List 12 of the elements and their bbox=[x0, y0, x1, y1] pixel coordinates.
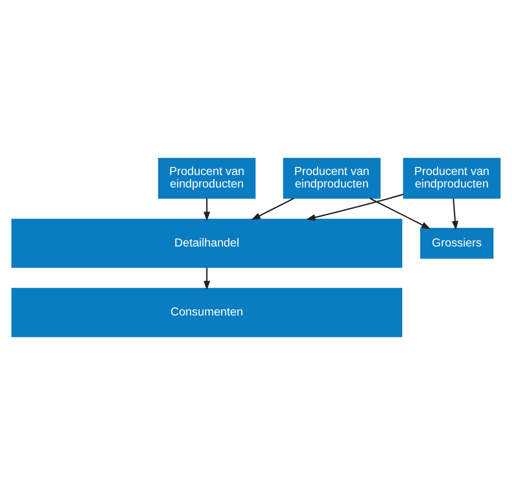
arrow bbox=[204, 267, 210, 290]
arrow bbox=[204, 198, 210, 221]
node-box: Producent van eindproducten bbox=[283, 157, 381, 198]
arrow bbox=[370, 197, 431, 229]
node-box: Grossiers bbox=[420, 227, 494, 258]
arrow bbox=[251, 197, 294, 220]
node-box: Producent van eindproducten bbox=[158, 157, 256, 198]
node-box: Consumenten bbox=[11, 287, 402, 337]
arrow bbox=[306, 193, 404, 220]
arrow bbox=[452, 198, 458, 230]
node-box: Producent van eindproducten bbox=[403, 157, 501, 198]
node-box: Detailhandel bbox=[11, 218, 402, 268]
